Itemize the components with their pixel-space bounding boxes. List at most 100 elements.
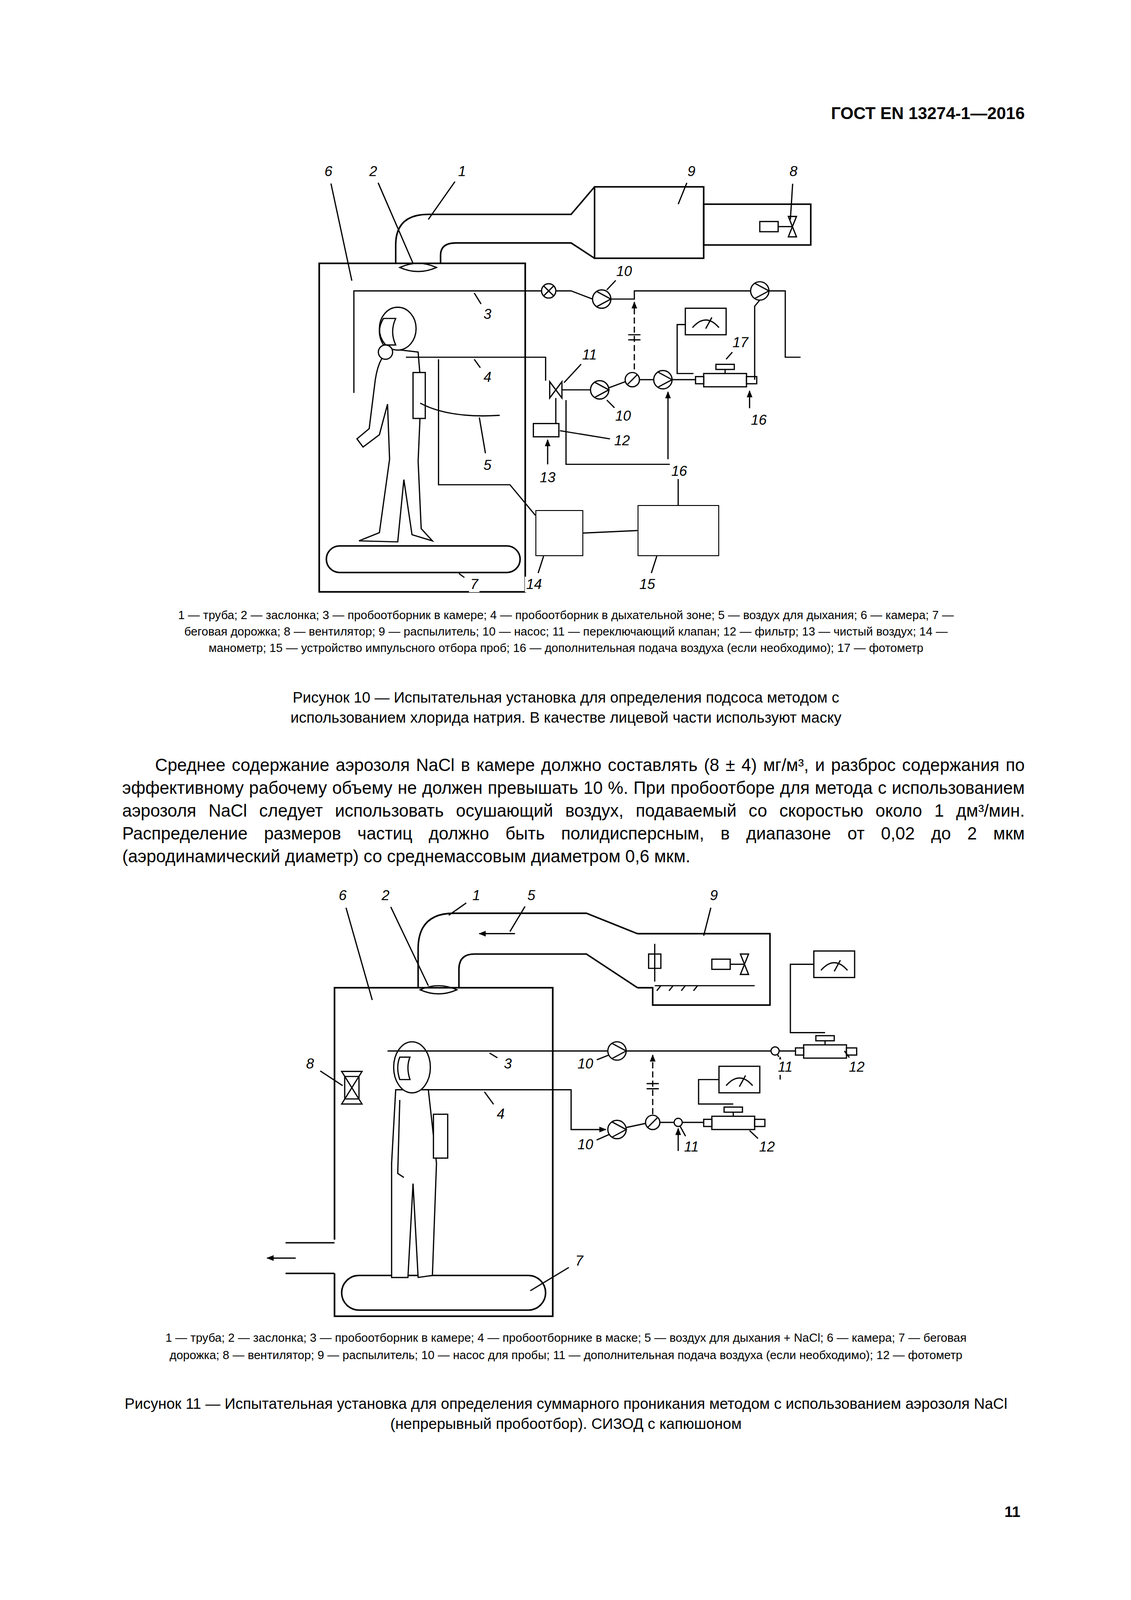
leader-line (607, 399, 615, 408)
figure-11 (646, 1083, 659, 1089)
callout-number: 10 (613, 408, 633, 424)
figure-10 (541, 283, 556, 298)
damper (399, 263, 437, 272)
figure-10 (633, 301, 636, 370)
person-walking (357, 306, 500, 542)
leader-line (390, 906, 429, 986)
nebulizer-box (594, 186, 704, 259)
figure-10 (353, 290, 542, 394)
callout-number: 12 (847, 1058, 866, 1075)
leader-line (479, 417, 486, 454)
figure-11 (626, 1122, 646, 1127)
leader-line (749, 1130, 758, 1138)
figure-caption: Рисунок 11 — Испытательная установка для… (119, 1393, 1013, 1434)
leader-line (378, 182, 414, 264)
page-number: 11 (966, 1501, 1059, 1522)
person-walking (357, 348, 433, 542)
callout-number: 1 (456, 163, 467, 180)
callout-number: 4 (482, 369, 493, 385)
figure-11 (645, 1115, 660, 1130)
figure-10 (592, 289, 611, 308)
callout-number: 15 (638, 576, 657, 592)
callout-number: 5 (525, 887, 537, 903)
callout-number: 10 (614, 263, 633, 280)
leader-line (331, 183, 353, 281)
figure-caption: Рисунок 10 — Испытательная установка для… (235, 687, 897, 728)
leader-line (320, 1070, 343, 1085)
person-hooded (397, 1056, 410, 1080)
liquid (654, 985, 755, 991)
figure-10 (685, 308, 727, 335)
person-walking (379, 306, 417, 350)
atomizer (648, 943, 661, 982)
leader-line (703, 907, 711, 936)
callout-number: 13 (538, 469, 557, 486)
callout-number: 12 (612, 432, 632, 449)
figure-11 (677, 1128, 680, 1151)
instrument-box: 14 (535, 509, 584, 556)
nebulizer-box (637, 933, 771, 1005)
figure-11 (387, 1049, 608, 1052)
leader-line (726, 352, 733, 360)
pipe (418, 913, 638, 988)
figure-11 (790, 964, 825, 1033)
figure-10 (768, 290, 801, 358)
figure-11 (814, 950, 855, 977)
figure-10 (695, 364, 757, 387)
callout-number: 11 (776, 1058, 794, 1075)
leader-line (530, 1266, 569, 1291)
callout-number: 11 (580, 347, 598, 363)
figure-11 (479, 932, 515, 934)
callout-number: 8 (304, 1055, 316, 1072)
figure-10 (555, 290, 593, 300)
callout-number: 4 (495, 1105, 506, 1122)
leader-line (596, 1054, 609, 1060)
figure-11 (682, 1121, 704, 1123)
callout-number: 9 (708, 887, 720, 903)
chamber (334, 987, 553, 1316)
leader-line (564, 363, 582, 383)
figure-10 (565, 399, 679, 505)
callout-number: 9 (686, 163, 697, 180)
person-hooded (397, 1099, 404, 1178)
figure-10 (590, 380, 609, 399)
figure-10 (748, 390, 751, 409)
figure-11 (778, 1049, 796, 1052)
leader-lines (320, 181, 850, 1291)
callout-number: 10 (575, 1055, 595, 1072)
figure-11 (607, 1041, 627, 1060)
figure-10 (319, 186, 811, 592)
callout-number: 5 (482, 457, 493, 473)
leader-line (509, 906, 525, 932)
person-walking (420, 403, 500, 416)
figure-11 (698, 1079, 734, 1104)
pipe (395, 186, 595, 264)
callout-number: 7 (574, 1252, 585, 1269)
person-walking (413, 372, 426, 419)
figure-11 (652, 1054, 654, 1115)
fan-duct (703, 204, 811, 245)
figure-10 (754, 300, 760, 380)
callout-number: 12 (757, 1138, 776, 1155)
figure-10 (750, 281, 769, 300)
leader-line (607, 280, 617, 291)
body-paragraph: Среднее содержание аэрозоля NaCl в камер… (122, 753, 1025, 868)
leader-line (678, 182, 687, 205)
callout-number: 14 (524, 576, 544, 592)
leader-line (484, 1091, 494, 1104)
figure-10 (405, 357, 546, 381)
person-hooded (391, 1041, 448, 1277)
callout-number: 1 (471, 887, 482, 903)
figure-10 (677, 324, 694, 374)
figure-10 (547, 439, 549, 465)
figure-11 (659, 1121, 675, 1123)
figure-11 (674, 1117, 683, 1126)
callout-number: 2 (380, 887, 391, 903)
callout-number: 11 (682, 1138, 701, 1155)
leader-line (474, 358, 481, 368)
callout-number: 16 (669, 463, 689, 479)
callout-number: 2 (368, 163, 379, 180)
figure-11 (703, 1106, 765, 1130)
figure-key: 1 — труба; 2 — заслонка; 3 — пробоотборн… (155, 606, 977, 656)
